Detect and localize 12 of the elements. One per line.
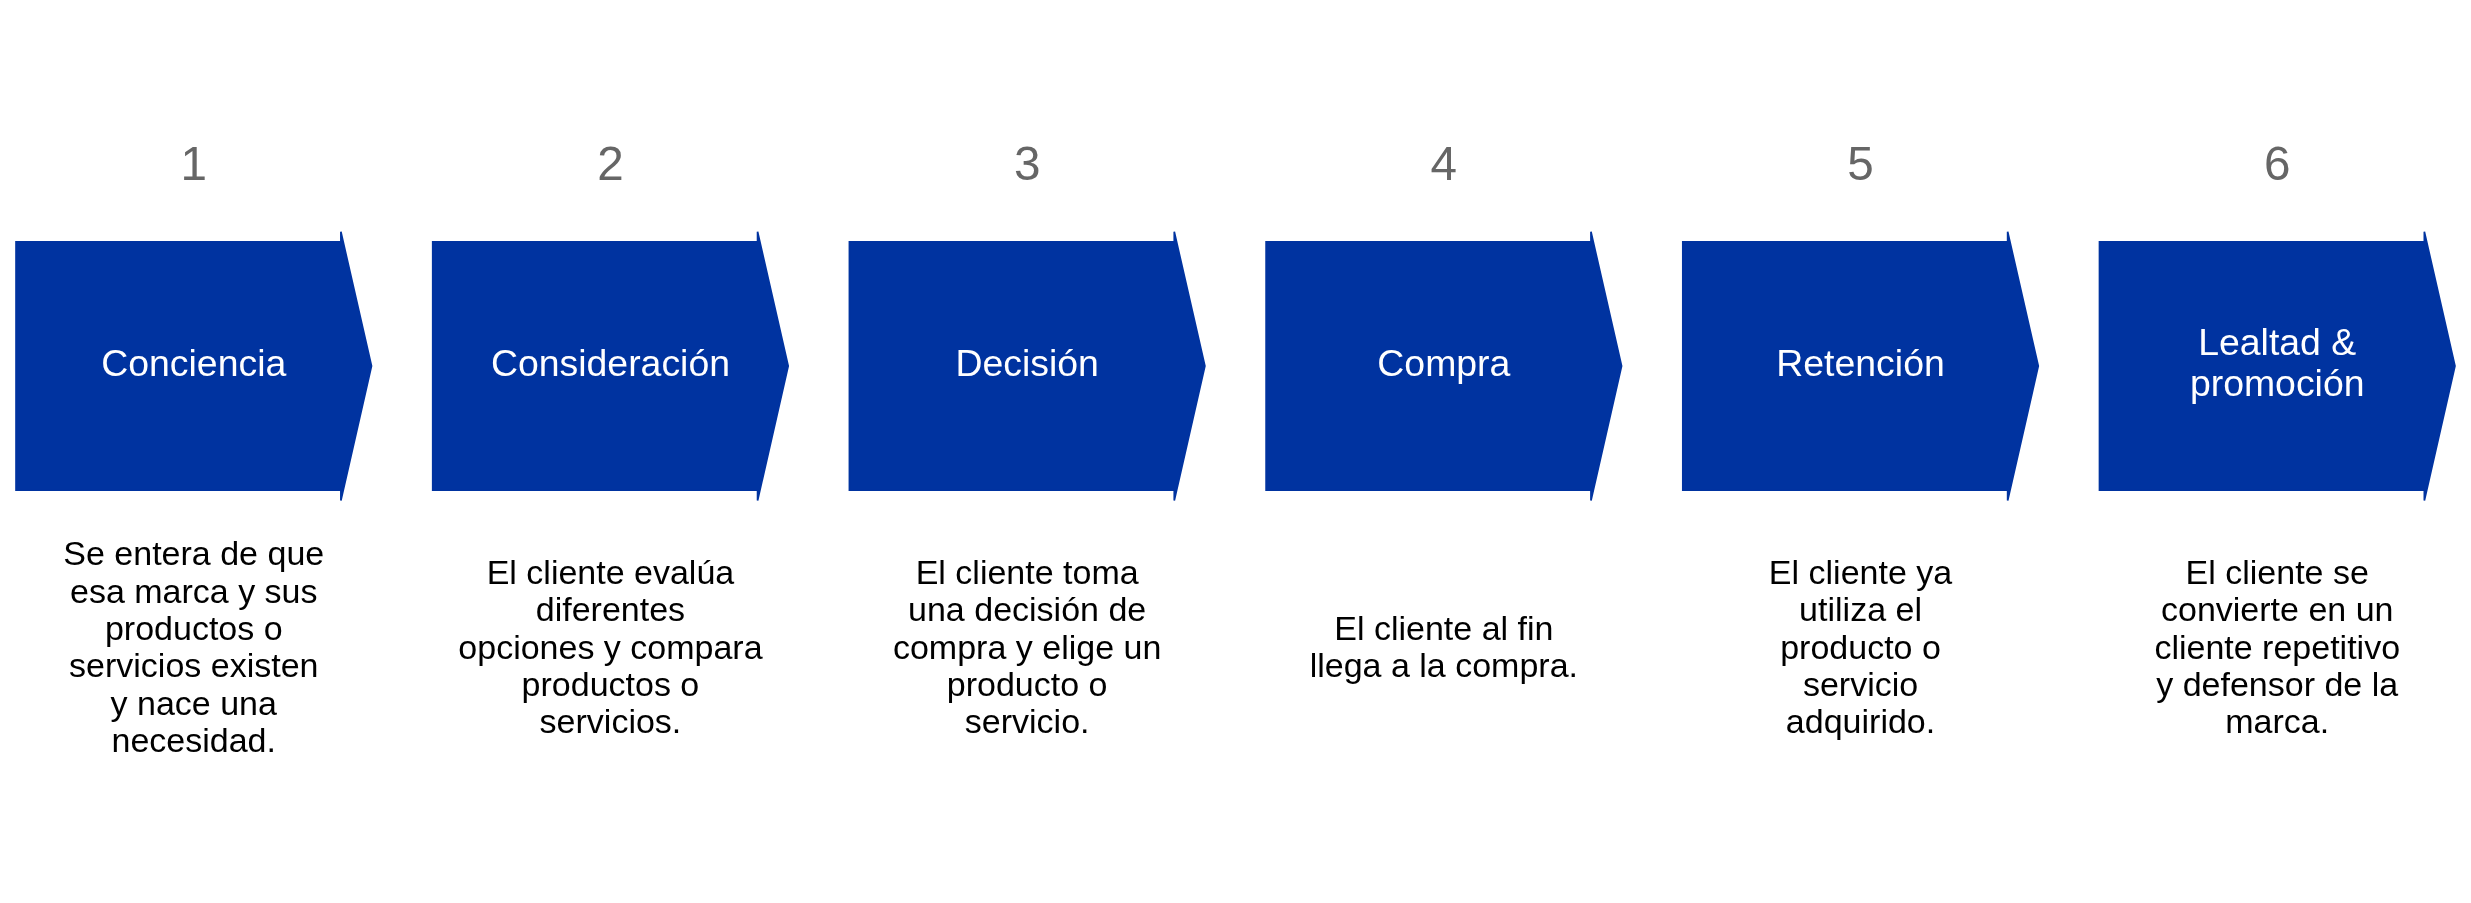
node-label: 6 — [2263, 136, 2291, 190]
node-label: Se entera de que esa marca y sus productos o servicios existen y nace una necesidad. — [63, 533, 325, 759]
node-label: 3 — [1013, 136, 1041, 190]
node-label: 2 — [597, 136, 624, 190]
node-label: El cliente toma una decisión de compra y elige un producto o servicio. — [892, 552, 1162, 740]
node-label: El cliente se convierte en un cliente repetitivo y defensor de la marca. — [2154, 552, 2401, 740]
node-label: 4 — [1430, 136, 1458, 190]
node-label: 1 — [180, 136, 208, 190]
node-label: El cliente al fin llega a la compra. — [1309, 608, 1579, 684]
node-label: 5 — [1847, 136, 1874, 190]
node-label: El cliente evalúa diferentes opciones y compara productos o servicios. — [458, 552, 763, 740]
node-label: El cliente ya utiliza el producto o servicio adquirido. — [1768, 552, 1953, 740]
